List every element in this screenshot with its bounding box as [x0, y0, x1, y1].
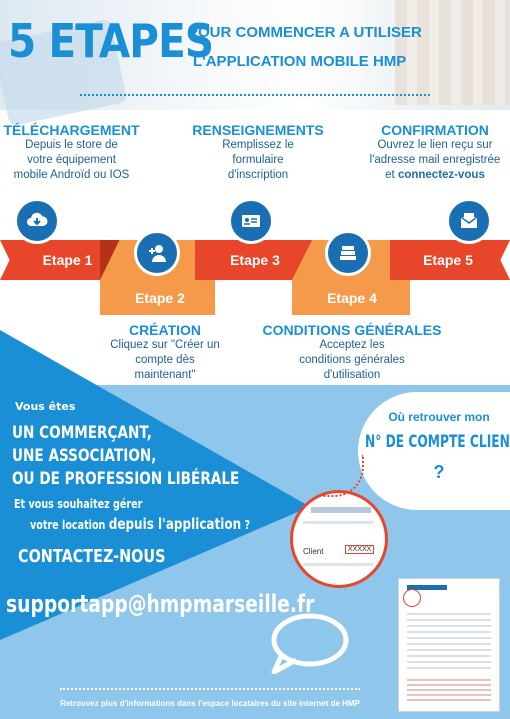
step-3-label: Etape 3 — [230, 252, 280, 268]
gerer-line-1: Et vous souhaitez gérer — [14, 497, 143, 511]
gerer-line-2: votre location depuis l'application ? — [30, 515, 250, 533]
contact-heading: CONTACTEZ-NOUS — [18, 546, 166, 567]
invoice-zoom-line — [303, 521, 373, 524]
pro-line-3: OU DE PROFESSION LIBÉRALE — [12, 469, 240, 489]
header-divider — [80, 94, 430, 96]
books-icon — [325, 230, 371, 276]
footer-text: Retrouvez plus d'informations dans l'esp… — [60, 699, 360, 708]
invoice-zoom-header — [311, 507, 371, 513]
client-label: Client — [303, 547, 324, 556]
step-2-bar — [100, 280, 215, 315]
step-3-bar — [195, 240, 315, 280]
add-user-icon — [134, 230, 180, 276]
email-link[interactable]: supportapp@hmpmarseille.fr — [6, 590, 315, 618]
step-3-text: RENSEIGNEMENTS Remplissez le formulaire … — [183, 122, 333, 183]
building-image — [395, 0, 510, 105]
invoice-mark — [403, 589, 421, 607]
account-question-2: N° DE COMPTE CLIENT — [365, 432, 510, 452]
step-desc-line: et — [385, 169, 398, 181]
step-4-text: CONDITIONS GÉNÉRALES Acceptez les condit… — [262, 322, 442, 383]
pro-line-2: UNE ASSOCIATION, — [12, 446, 157, 466]
invoice-footer — [407, 679, 491, 703]
step-desc-line: d'utilisation — [323, 369, 381, 381]
step-1-text: TÉLÉCHARGEMENT Depuis le store de votre … — [0, 122, 143, 183]
step-desc-line: Acceptez les — [319, 339, 385, 351]
mail-icon — [446, 198, 492, 244]
gerer-part-c: ? — [241, 518, 251, 532]
invoice-document — [398, 578, 500, 712]
invoice-magnifier: Client XXXXX — [290, 490, 388, 588]
step-4-label: Etape 4 — [327, 290, 377, 306]
step-title: CONDITIONS GÉNÉRALES — [262, 322, 442, 338]
step-desc-line: conditions générales — [299, 354, 405, 366]
invoice-header-bar — [407, 585, 447, 590]
page-title: 5 ETAPES — [8, 14, 214, 68]
step-5-label: Etape 5 — [423, 252, 473, 268]
step-desc-line: maintenant" — [134, 369, 196, 381]
step-desc-bold: connectez-vous — [397, 169, 485, 181]
client-value: XXXXX — [345, 545, 375, 554]
step-desc-line: votre équipement — [27, 154, 116, 166]
gerer-part-a: votre location — [30, 518, 109, 532]
account-question-3: ? — [433, 462, 445, 482]
step-2-text: CRÉATION Cliquez sur "Créer un compte dè… — [95, 322, 235, 383]
footer-divider — [60, 688, 360, 690]
step-desc-line: Cliquez sur "Créer un — [110, 339, 220, 351]
account-circle — [358, 392, 510, 510]
step-title: CONFIRMATION — [381, 122, 489, 138]
step-4-bar — [292, 280, 410, 315]
step-desc-line: d'inscription — [227, 169, 289, 181]
step-desc-line: compte dès — [135, 354, 195, 366]
gerer-part-b: depuis l'application — [108, 515, 242, 533]
account-question-1: Où retrouver mon — [388, 410, 490, 424]
step-title: CRÉATION — [128, 322, 202, 338]
step-title: TÉLÉCHARGEMENT — [3, 122, 140, 138]
step-5-bar — [390, 240, 510, 280]
invoice-lines — [407, 613, 491, 673]
step-desc-line: Depuis le store de — [25, 139, 118, 151]
step-desc-line: Remplissez le — [222, 139, 294, 151]
vous-etes-text: Vous êtes — [15, 400, 76, 413]
pro-line-1: UN COMMERÇANT, — [12, 423, 152, 443]
step-1-label: Etape 1 — [42, 252, 93, 268]
step-desc-line: Ouvrez le lien reçu sur — [377, 139, 493, 151]
id-card-icon — [228, 198, 274, 244]
step-title: RENSEIGNEMENTS — [192, 122, 324, 138]
download-icon — [14, 198, 60, 244]
chat-bubble-icon — [268, 612, 350, 675]
step-desc-line: l'adresse mail enregistrée — [369, 154, 501, 166]
step-desc-line: mobile Androïd ou IOS — [13, 169, 130, 181]
step-5-text: CONFIRMATION Ouvrez le lien reçu sur l'a… — [360, 122, 510, 183]
subtitle-line-1: POUR COMMENCER A UTILISER — [188, 24, 422, 41]
step-desc-line: formulaire — [232, 154, 284, 166]
subtitle-line-2: L'APPLICATION MOBILE HMP — [193, 53, 407, 70]
invoice-zoom-line — [303, 563, 373, 566]
step-2-label: Etape 2 — [135, 290, 185, 306]
